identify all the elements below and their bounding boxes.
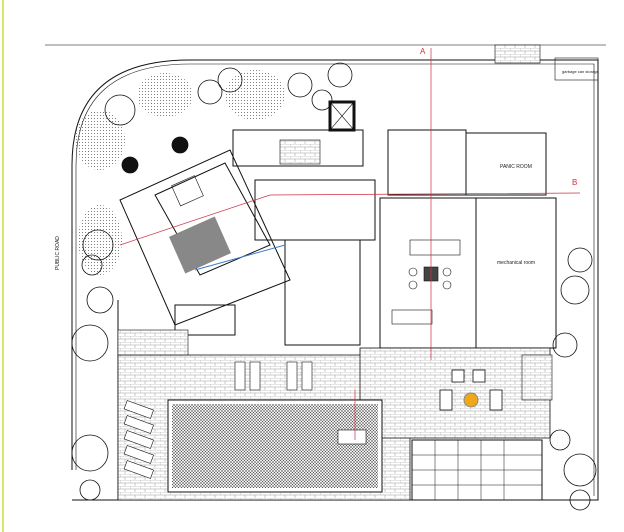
page-edge-line (2, 0, 4, 532)
paving-patch (494, 44, 541, 64)
trees (71, 62, 597, 511)
pool (172, 404, 378, 488)
building-walls (119, 100, 557, 349)
mechanical-room (475, 197, 557, 349)
mechanical-room-label: mechanical room (497, 260, 535, 266)
sun-loungers (123, 361, 313, 479)
panic-room-label: PANIC ROOM (500, 164, 532, 170)
public-road-label: PUBLIC ROAD (55, 236, 61, 270)
outdoor-seating (439, 369, 503, 411)
landscape-planting (75, 70, 285, 275)
garbage-storage-label: garbage can storage (562, 69, 599, 74)
pool-terrace (117, 329, 553, 501)
section-marker-a: A (420, 47, 426, 56)
elevator-shaft (328, 100, 356, 132)
glass-line (194, 244, 286, 271)
fire-pit (463, 392, 479, 408)
section-marker-b: B (572, 178, 577, 187)
panic-room (465, 132, 547, 196)
section-lines (119, 48, 581, 440)
